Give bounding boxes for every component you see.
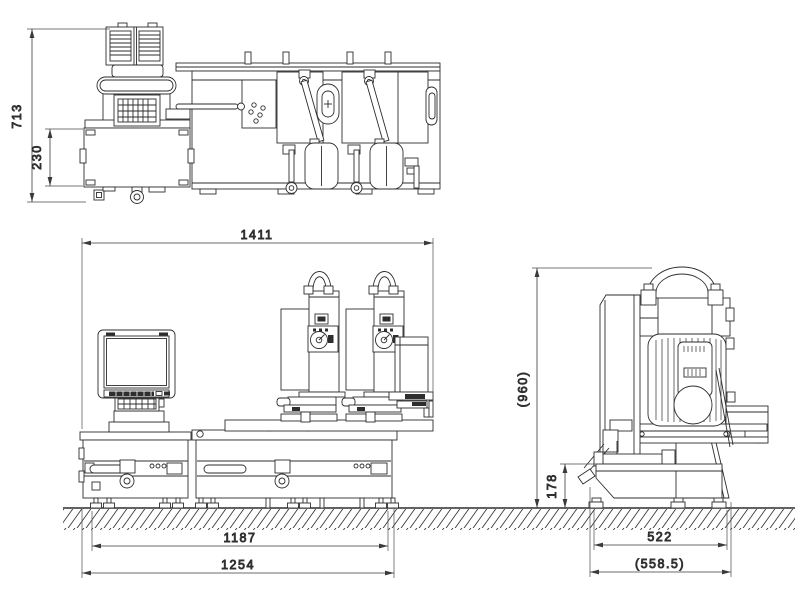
top-view-work-panel [165, 79, 277, 129]
handwheel [673, 385, 713, 425]
ground-hatch [63, 509, 795, 530]
cable-loop-inner [655, 273, 709, 294]
top-view-console [79, 22, 195, 204]
dim-label-front-overall-width: 1411 [241, 228, 274, 242]
dim-label-side-base-height: 178 [545, 473, 559, 498]
top-view-head-2 [341, 71, 438, 144]
dim-label-front-base-width: 1254 [221, 558, 255, 572]
dim-label-side-overall-height: (960) [516, 371, 530, 408]
dim-label-top-overall-depth: 713 [10, 103, 24, 128]
top-view-guide [316, 83, 340, 125]
dimension-front-overall-width: 1411 [81, 228, 434, 429]
dimension-side-base-height: 178 [545, 463, 600, 508]
side-view-base [588, 449, 727, 509]
monitor-screen [106, 338, 167, 386]
front-view-head-1 [276, 271, 346, 423]
dim-label-side-feet-span: 522 [647, 530, 672, 544]
ground-line [63, 507, 795, 530]
side-view-head [577, 266, 736, 485]
dim-label-front-feet-span: 1187 [224, 531, 257, 545]
dim-label-side-overall-depth: (558.5) [635, 557, 685, 571]
dimension-front-base-width: 1254 [81, 509, 395, 578]
dimension-side-overall-height: (960) [516, 267, 652, 508]
side-view: (960) 178 522 (558.5) [516, 266, 769, 577]
front-view-right-unit [388, 336, 434, 418]
front-view-head-2 [341, 271, 411, 423]
cable-loop-outer [647, 266, 717, 294]
front-view-base [78, 419, 434, 499]
top-view-hoses-tanks [282, 69, 420, 194]
dimension-top-cabinet-depth: 230 [30, 128, 83, 187]
dim-label-top-cabinet-depth: 230 [30, 144, 44, 169]
dimension-front-feet-span: 1187 [91, 511, 389, 551]
top-view: 713 230 [10, 22, 441, 204]
dimension-side-overall-depth: (558.5) [589, 487, 732, 577]
front-view-feet [90, 497, 399, 509]
dimension-top-overall-depth: 713 [10, 28, 110, 203]
side-view-bed-arm [621, 405, 769, 444]
dimension-side-feet-span: 522 [593, 510, 728, 550]
front-view: 1411 1187 1254 [78, 228, 434, 578]
front-view-monitor [97, 329, 176, 433]
